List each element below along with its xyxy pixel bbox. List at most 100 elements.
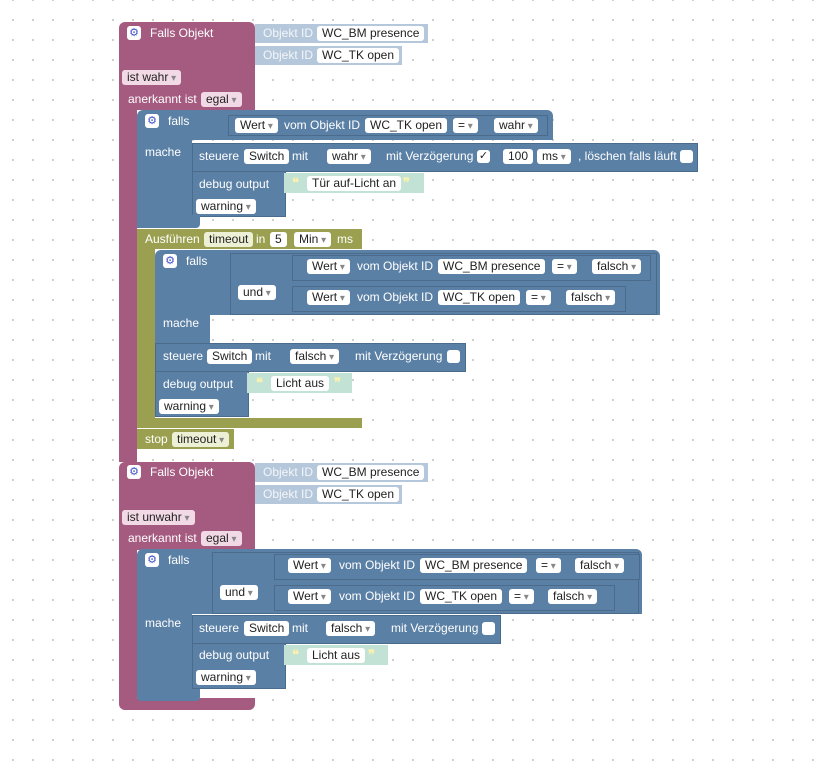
value-dropdown[interactable]: falsch — [326, 621, 376, 636]
unit-dropdown[interactable]: ms — [537, 149, 571, 164]
if-block-bottom — [137, 215, 200, 228]
close-quote-icon: ❞ — [334, 375, 341, 390]
event-block-1-spine — [119, 110, 137, 462]
timeout-value-field[interactable]: 5 — [270, 232, 287, 247]
timeout-name-field[interactable]: timeout — [204, 232, 254, 247]
operator-dropdown[interactable]: = — [509, 589, 534, 604]
condition-dropdown[interactable]: ist unwahr — [122, 510, 195, 525]
if-block-bottom — [137, 688, 200, 701]
delay-checkbox[interactable]: ✓ — [477, 150, 490, 163]
gear-icon[interactable]: ⚙ — [145, 114, 159, 128]
event-title: Falls Objekt — [150, 465, 214, 479]
object-label: Objekt ID — [263, 48, 314, 62]
wert-dropdown[interactable]: Wert — [307, 290, 350, 305]
delay-label: mit Verzögerung — [386, 149, 474, 163]
wert-dropdown[interactable]: Wert — [288, 589, 331, 604]
vom-label: vom Objekt ID — [339, 589, 416, 603]
wert-dropdown[interactable]: Wert — [307, 259, 350, 274]
wert-dropdown[interactable]: Wert — [235, 118, 278, 133]
object-label: Objekt ID — [263, 26, 314, 40]
delay-label: mit Verzögerung — [355, 349, 443, 363]
switch-field[interactable]: Switch — [244, 149, 290, 164]
object-id-field[interactable]: WC_BM presence — [317, 26, 425, 41]
value-dropdown[interactable]: falsch — [290, 349, 340, 364]
vom-label: vom Objekt ID — [339, 558, 416, 572]
object-label: Objekt ID — [263, 487, 314, 501]
event-block-1[interactable] — [119, 22, 255, 52]
delay-checkbox[interactable] — [447, 350, 460, 363]
gear-icon[interactable]: ⚙ — [163, 254, 177, 268]
vom-label: vom Objekt ID — [284, 118, 361, 132]
mache-label: mache — [163, 316, 200, 330]
ack-dropdown[interactable]: egal — [201, 92, 242, 107]
operator-dropdown[interactable]: = — [526, 290, 551, 305]
object-id-field[interactable]: WC_BM presence — [438, 259, 546, 274]
object-id-field[interactable]: WC_TK open — [438, 290, 521, 305]
falls-label: falls — [186, 254, 208, 268]
gear-icon[interactable]: ⚙ — [127, 26, 141, 40]
open-quote-icon: ❝ — [292, 647, 299, 662]
timeout-unit-dropdown[interactable]: Min — [294, 232, 332, 247]
close-quote-icon: ❞ — [368, 647, 375, 662]
steuere-label: steuere — [199, 149, 240, 163]
object-id-field[interactable]: WC_TK open — [317, 487, 400, 502]
falls-label: falls — [168, 553, 190, 567]
value-dropdown[interactable]: falsch — [566, 290, 616, 305]
operator-dropdown[interactable]: = — [453, 118, 478, 133]
level-dropdown[interactable]: warning — [196, 199, 256, 214]
ack-label: anerkannt ist — [128, 92, 197, 106]
gear-icon[interactable]: ⚙ — [145, 553, 159, 567]
clear-checkbox[interactable] — [680, 150, 693, 163]
object-id-field[interactable]: WC_TK open — [420, 589, 503, 604]
debug-text-field[interactable]: Tür auf-Licht an — [307, 176, 402, 191]
and-dropdown[interactable]: und — [220, 585, 258, 600]
mache-label: mache — [145, 616, 182, 630]
operator-dropdown[interactable]: = — [552, 259, 577, 274]
event-block-2[interactable] — [119, 462, 255, 492]
wert-dropdown[interactable]: Wert — [288, 558, 331, 573]
gear-icon[interactable]: ⚙ — [127, 465, 141, 479]
condition-dropdown[interactable]: ist wahr — [122, 70, 182, 85]
steuere-label: steuere — [163, 349, 204, 363]
ack-label: anerkannt ist — [128, 531, 197, 545]
close-quote-icon: ❞ — [403, 175, 410, 190]
and-dropdown[interactable]: und — [238, 285, 276, 300]
value-dropdown[interactable]: falsch — [592, 259, 642, 274]
level-dropdown[interactable]: warning — [159, 399, 219, 414]
level-dropdown[interactable]: warning — [196, 670, 256, 685]
event-block-2-bottom — [119, 698, 255, 710]
switch-field[interactable]: Switch — [244, 621, 290, 636]
ausfuehren-label: Ausführen — [145, 232, 200, 246]
object-id-field[interactable]: WC_BM presence — [420, 558, 528, 573]
value-dropdown[interactable]: wahr — [494, 118, 538, 133]
if-block-spine — [155, 315, 210, 343]
switch-field[interactable]: Switch — [207, 349, 253, 364]
if-block-spine — [137, 140, 192, 228]
stop-label: stop — [145, 432, 168, 446]
event-block-2-spine — [119, 550, 137, 700]
operator-dropdown[interactable]: = — [536, 558, 561, 573]
steuere-label: steuere — [199, 621, 240, 635]
value-dropdown[interactable]: falsch — [575, 558, 625, 573]
debug-text-field[interactable]: Licht aus — [307, 648, 366, 663]
vom-label: vom Objekt ID — [357, 290, 434, 304]
vom-label: vom Objekt ID — [357, 259, 434, 273]
object-id-field[interactable]: WC_BM presence — [317, 465, 425, 480]
mit-label: mit — [255, 349, 271, 363]
debug-label: debug output — [199, 648, 270, 662]
object-label: Objekt ID — [263, 465, 314, 479]
object-id-field[interactable]: WC_TK open — [365, 118, 448, 133]
debug-text-field[interactable]: Licht aus — [271, 376, 330, 391]
value-dropdown[interactable]: wahr — [327, 149, 371, 164]
falls-label: falls — [168, 114, 190, 128]
delay-field[interactable]: 100 — [503, 149, 534, 164]
timeout-spine — [137, 249, 155, 427]
value-dropdown[interactable]: falsch — [548, 589, 598, 604]
timeout-bottom — [137, 418, 362, 428]
mache-label: mache — [145, 145, 182, 159]
ack-dropdown[interactable]: egal — [201, 531, 242, 546]
stop-name-dropdown[interactable]: timeout — [172, 432, 230, 447]
delay-checkbox[interactable] — [482, 622, 495, 635]
object-id-field[interactable]: WC_TK open — [317, 48, 400, 63]
open-quote-icon: ❝ — [256, 375, 263, 390]
